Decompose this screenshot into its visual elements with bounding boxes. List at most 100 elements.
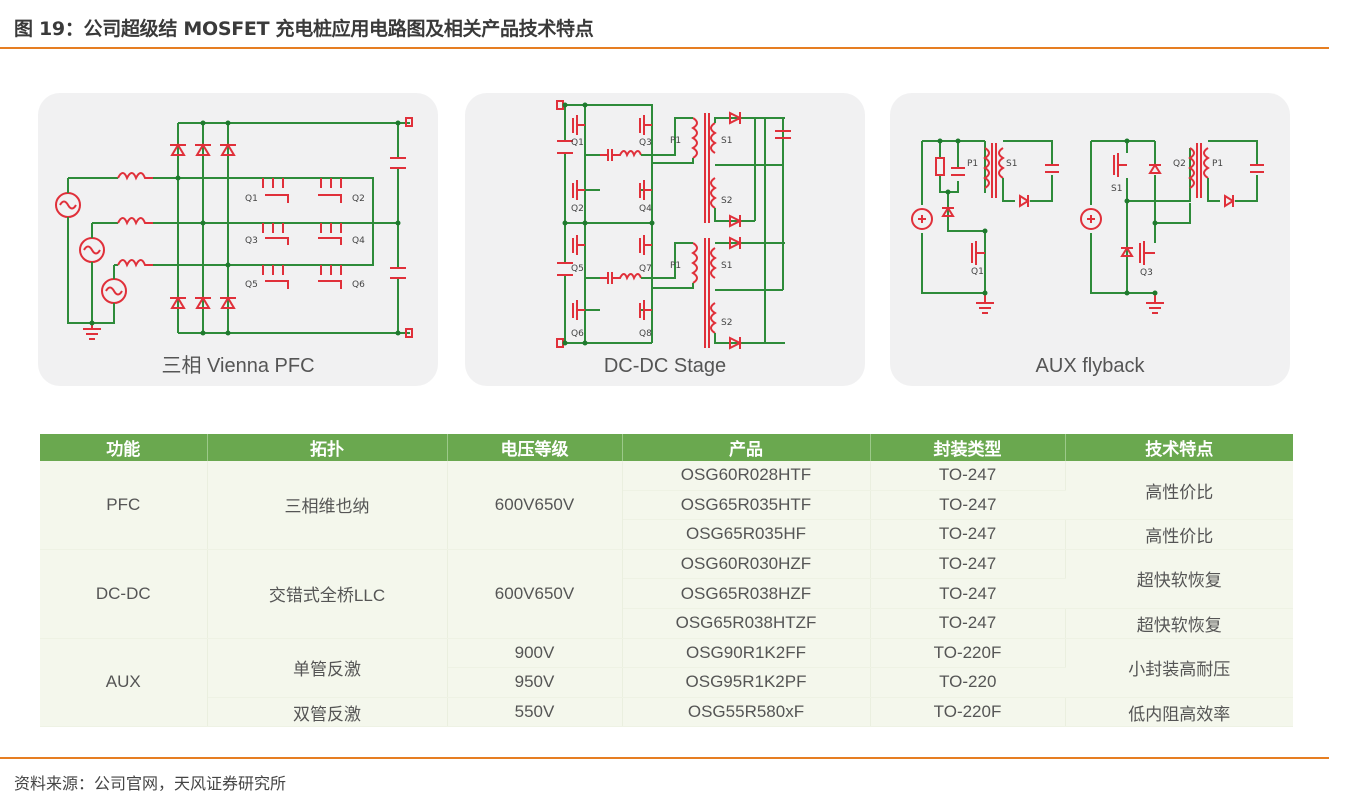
header-features: 技术特点 (1065, 434, 1293, 461)
diode-icon (1120, 163, 1162, 257)
p1b-label: P1 (670, 261, 681, 271)
product-cell: OSG55R580xF (622, 697, 871, 728)
package-cell: TO-220 (870, 667, 1065, 698)
table-row: OSG65R035HTF TO-247 (40, 490, 1293, 521)
aux-flyback-panel: P1 S1 Q1 Q2 P1 S1 Q3 AUX flyback (890, 93, 1290, 386)
header-function: 功能 (40, 434, 208, 461)
source-note: 资料来源：公司官网，天风证券研究所 (14, 774, 287, 793)
function-cell: DC-DC (40, 549, 208, 639)
capacitor-icon (1045, 164, 1059, 173)
feature-cell: 低内阻高效率 (1065, 697, 1293, 728)
q4-label: Q4 (639, 204, 652, 214)
topology-cell: 双管反激 (207, 697, 448, 728)
package-cell: TO-247 (870, 461, 1066, 491)
top-divider (0, 47, 1329, 49)
topology-cell: 交错式全桥LLC (207, 549, 448, 639)
package-cell: TO-220F (870, 697, 1066, 728)
q1-label: Q1 (971, 267, 984, 277)
package-cell: TO-220F (870, 638, 1066, 669)
q2-label: Q2 (571, 204, 584, 214)
diode-icon (941, 206, 955, 217)
voltage-cell: 600V650V (447, 549, 623, 639)
package-cell: TO-247 (870, 578, 1065, 609)
table-row: OSG65R035HF TO-247 高性价比 (40, 519, 1293, 550)
function-cell: PFC (40, 461, 208, 550)
q2-label: Q2 (352, 194, 365, 204)
q3-label: Q3 (245, 236, 258, 246)
q4-label: Q4 (352, 236, 365, 246)
mosfet-icon (971, 241, 985, 265)
diode-icon (1019, 194, 1030, 208)
capacitor-icon (775, 130, 791, 139)
capacitor-icon (1250, 164, 1264, 173)
header-voltage: 电压等级 (447, 434, 623, 461)
product-spec-table: 功能 拓扑 电压等级 产品 封装类型 技术特点 PFC 三相维也纳 600V65… (40, 434, 1293, 728)
vienna-pfc-panel: Q1 Q2 Q3 Q4 Q5 Q6 三相 Vienna PFC (38, 93, 438, 386)
product-cell: OSG60R030HZF (622, 549, 871, 580)
transformer-icon (691, 113, 717, 348)
panel-caption: DC-DC Stage (603, 355, 727, 377)
feature-cell: 超快软恢复 (1065, 549, 1293, 609)
function-cell: AUX (40, 638, 208, 728)
q1-label: Q1 (571, 138, 584, 148)
feature-cell: 超快软恢复 (1065, 608, 1293, 639)
table-row: OSG65R038HTZF TO-247 超快软恢复 (40, 608, 1293, 639)
voltage-cell: 550V (447, 697, 623, 728)
diode-icon (170, 143, 236, 309)
q5-label: Q5 (245, 280, 258, 290)
voltage-source-icon (1080, 208, 1102, 230)
feature-cell: 高性价比 (1065, 519, 1293, 550)
product-cell: OSG90R1K2FF (622, 638, 871, 669)
voltage-source-icon (911, 208, 933, 230)
header-product: 产品 (622, 434, 871, 461)
dcdc-circuit: Q1 Q3 Q2 Q4 Q5 Q7 Q6 Q8 P1 S1 S2 P1 S1 S… (556, 100, 791, 350)
q8-label: Q8 (639, 329, 652, 339)
s2-label: S2 (721, 196, 732, 206)
transformer-icon (1188, 143, 1210, 198)
table-header-row: 功能 拓扑 电压等级 产品 封装类型 技术特点 (40, 434, 1293, 461)
q1-label: Q1 (245, 194, 258, 204)
figure-title: 图 19：公司超级结 MOSFET 充电桩应用电路图及相关产品技术特点 (14, 18, 594, 40)
p1-label: P1 (670, 136, 681, 146)
table-row: PFC 三相维也纳 600V650V OSG60R028HTF TO-247 高… (40, 461, 1293, 550)
table-row: DC-DC 交错式全桥LLC 600V650V OSG60R030HZF TO-… (40, 549, 1293, 639)
q6-label: Q6 (571, 329, 584, 339)
ground-icon (83, 323, 101, 340)
panel-caption: 三相 Vienna PFC (161, 355, 315, 377)
mosfet-icon (262, 178, 342, 289)
feature-cell: 高性价比 (1065, 461, 1293, 521)
product-cell: OSG65R035HTF (622, 490, 871, 521)
product-cell: OSG60R028HTF (622, 461, 871, 491)
header-topology: 拓扑 (207, 434, 448, 461)
q5-label: Q5 (571, 264, 584, 274)
p1-label-right: Q2 (1173, 159, 1186, 169)
product-cell: OSG65R035HF (622, 519, 871, 550)
header-package: 封装类型 (870, 434, 1066, 461)
q7-label: Q7 (639, 264, 652, 274)
p1-label: P1 (967, 159, 978, 169)
topology-cell: 三相维也纳 (207, 461, 448, 550)
table-row: 双管反激 550V OSG55R580xF TO-220F 低内阻高效率 (40, 697, 1293, 728)
package-cell: TO-247 (870, 549, 1066, 580)
diode-icon (1224, 194, 1235, 208)
mosfet-icon (572, 115, 652, 320)
panel-caption: AUX flyback (1035, 355, 1145, 377)
s2b-label: S2 (721, 318, 732, 328)
package-cell: TO-247 (870, 519, 1066, 550)
mosfet-icon (1113, 153, 1155, 265)
transformer-icon (983, 143, 1005, 198)
product-cell: OSG65R038HZF (622, 578, 871, 609)
capacitor-icon (951, 167, 965, 176)
package-cell: TO-247 (870, 490, 1065, 521)
feature-cell: 小封装高耐压 (1065, 638, 1293, 698)
q6-label: Q6 (352, 280, 365, 290)
product-cell: OSG95R1K2PF (622, 667, 871, 698)
s1-label: S1 (1006, 159, 1017, 169)
voltage-cell: 900V (447, 638, 623, 669)
vienna-pfc-circuit: Q1 Q2 Q3 Q4 Q5 Q6 (55, 117, 413, 340)
bottom-divider (0, 757, 1329, 759)
dcdc-stage-panel: Q1 Q3 Q2 Q4 Q5 Q7 Q6 Q8 P1 S1 S2 P1 S1 S… (465, 93, 865, 386)
topology-cell: 单管反激 (207, 638, 448, 698)
s1b-label: S1 (721, 261, 732, 271)
ground-icon (976, 293, 994, 314)
